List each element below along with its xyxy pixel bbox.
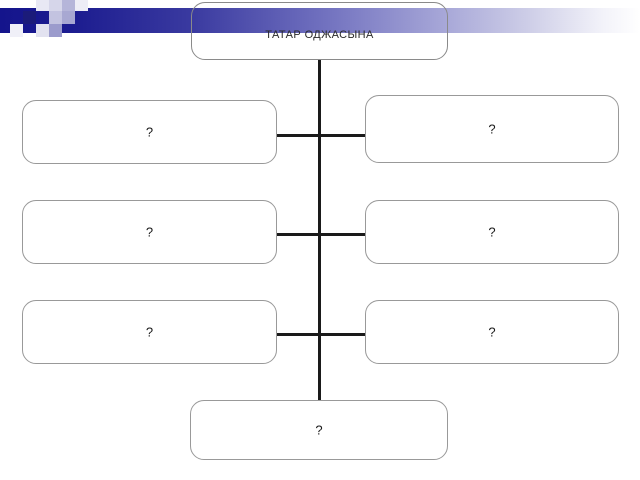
header-gradient-banner (0, 8, 640, 33)
decorative-square-5 (49, 0, 62, 11)
decorative-square-10 (75, 0, 88, 11)
right-node-box-3[interactable]: ? (365, 300, 619, 364)
decorative-square-2 (36, 0, 49, 11)
right-node-label-1: ? (488, 121, 496, 137)
left-node-label-2: ? (145, 224, 154, 240)
branch-connector-left-1 (277, 134, 321, 137)
decorative-square-4 (36, 24, 49, 37)
right-node-box-1[interactable]: ? (365, 95, 619, 163)
branch-connector-left-3 (277, 333, 321, 336)
decorative-square-3 (10, 24, 23, 37)
branch-connector-right-1 (318, 134, 366, 137)
decorative-square-7 (49, 24, 62, 37)
root-node-box[interactable]: ТАТАР ОДЖАСЫНА (191, 2, 448, 60)
right-node-label-2: ? (488, 224, 496, 240)
branch-connector-left-2 (277, 233, 321, 236)
bottom-node-label: ? (315, 422, 323, 438)
left-node-box-2[interactable]: ? (22, 200, 277, 264)
left-node-label-1: ? (145, 124, 154, 140)
trunk-connector-vertical (318, 60, 321, 402)
right-node-label-3: ? (488, 324, 496, 340)
left-node-box-1[interactable]: ? (22, 100, 277, 164)
decorative-square-9 (62, 0, 75, 11)
bottom-node-box[interactable]: ? (190, 400, 448, 460)
root-node-label: ТАТАР ОДЖАСЫНА (265, 29, 374, 41)
branch-connector-right-2 (318, 233, 366, 236)
right-node-box-2[interactable]: ? (365, 200, 619, 264)
decorative-square-6 (49, 11, 62, 24)
left-node-label-3: ? (145, 324, 154, 340)
left-node-box-3[interactable]: ? (22, 300, 277, 364)
decorative-square-8 (62, 11, 75, 24)
branch-connector-right-3 (318, 333, 366, 336)
decorative-square-1 (23, 11, 36, 24)
